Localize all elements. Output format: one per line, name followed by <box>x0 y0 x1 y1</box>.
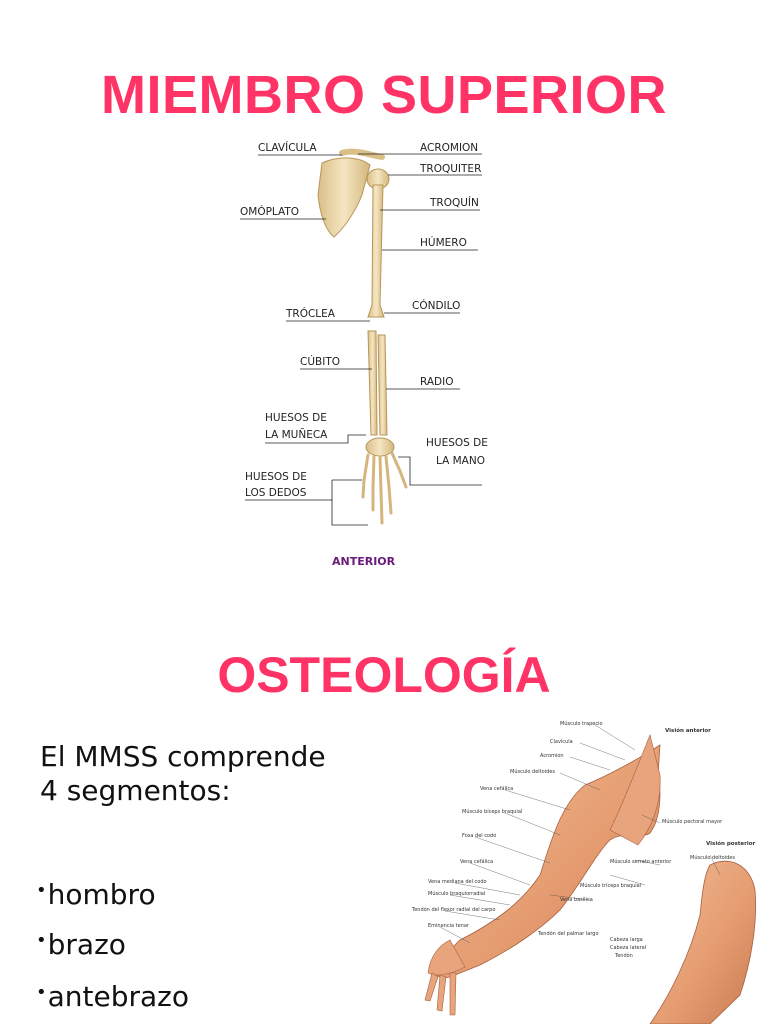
muscle-label: Músculo tríceps braquial <box>580 882 641 889</box>
clavicle-bone <box>339 148 385 160</box>
scapula-bone <box>317 157 371 238</box>
label-troquiter: TROQUITER <box>419 163 481 175</box>
label-clavicula: CLAVÍCULA <box>258 141 317 154</box>
label-acromion: ACROMION <box>420 142 478 154</box>
bullet-dot: • <box>36 880 47 901</box>
view-posterior-label: Visión posterior <box>706 840 756 847</box>
muscle-label: Acromion <box>540 753 564 759</box>
bullet-dot: • <box>36 930 47 951</box>
label-huesos-de-1: HUESOS DE <box>265 412 327 424</box>
intro-line-1: El MMSS comprende <box>40 740 326 773</box>
muscle-label: Tendón <box>614 952 633 959</box>
hand-shape <box>424 939 466 1016</box>
list-item: •antebrazo <box>36 980 189 1013</box>
list-item-label: antebrazo <box>47 980 190 1013</box>
muscle-label: Fosa del codo <box>462 833 496 839</box>
label-huesos-de-2: HUESOS DE <box>245 471 307 483</box>
muscle-label: Músculo trapecio <box>560 720 603 727</box>
label-los-dedos: LOS DEDOS <box>245 487 307 499</box>
list-item: •hombro <box>36 878 156 911</box>
label-radio: RADIO <box>420 376 454 388</box>
ulna-bone <box>367 330 378 436</box>
intro-text: El MMSS comprende 4 segmentos: <box>40 740 380 808</box>
intro-line-2: 4 segmentos: <box>40 774 231 807</box>
muscle-label: Cabeza lateral <box>610 945 646 951</box>
page-title: MIEMBRO SUPERIOR <box>100 65 668 125</box>
muscle-label: Clavícula <box>550 738 573 745</box>
muscle-label: Músculo pectoral mayor <box>662 818 723 825</box>
label-huesos-de-3: HUESOS DE <box>426 437 488 449</box>
posterior-arm-shape <box>649 860 756 1024</box>
muscle-label: Vena cefálica <box>480 785 513 792</box>
view-anterior-label: Visión anterior <box>665 727 711 734</box>
label-la-mano: LA MANO <box>436 455 485 467</box>
label-la-muneca: LA MUÑECA <box>265 428 328 441</box>
carpal-bones <box>365 437 395 457</box>
muscle-label: Músculo bíceps braquial <box>462 808 522 815</box>
muscle-label: Vena basílica <box>560 896 593 903</box>
muscle-label: Tendón del palmar largo <box>537 930 599 937</box>
list-item-label: hombro <box>47 878 156 911</box>
upper-limb-skeleton-illustration: CLAVÍCULA OMÓPLATO TRÓCLEA CÚBITO HUESOS… <box>240 141 488 568</box>
muscle-label: Eminencia tenar <box>428 923 470 929</box>
bullet-dot: • <box>36 982 47 1003</box>
hand-bones <box>361 451 408 525</box>
label-troquin: TROQUÍN <box>429 196 479 209</box>
muscle-label: Vena mediana del codo <box>428 879 487 885</box>
label-humero: HÚMERO <box>420 236 467 249</box>
muscle-label: Cabeza larga <box>610 937 643 943</box>
muscle-label: Músculo deltoides <box>690 854 735 861</box>
radius-bone <box>377 334 388 436</box>
section-title: OSTEOLOGÍA <box>217 647 551 703</box>
caption-anterior: ANTERIOR <box>332 555 396 568</box>
muscle-label: Músculo braquiorradial <box>428 890 485 897</box>
list-item-label: brazo <box>47 928 126 961</box>
muscle-label: Tendón del flexor radial del carpo <box>411 906 495 913</box>
label-omoplato: OMÓPLATO <box>240 205 299 218</box>
label-condilo: CÓNDILO <box>412 299 460 312</box>
muscle-label: Músculo serrato anterior <box>610 858 672 865</box>
label-cubito: CÚBITO <box>300 355 340 368</box>
humerus-bone <box>367 184 385 318</box>
list-item: •brazo <box>36 928 126 961</box>
muscle-label: Músculo deltoides <box>510 768 555 775</box>
muscle-label: Vena cefálica <box>460 858 493 865</box>
arm-muscle-illustration: Visión anterior Visión posterior Músculo… <box>411 720 756 1024</box>
label-troclea: TRÓCLEA <box>285 307 336 320</box>
